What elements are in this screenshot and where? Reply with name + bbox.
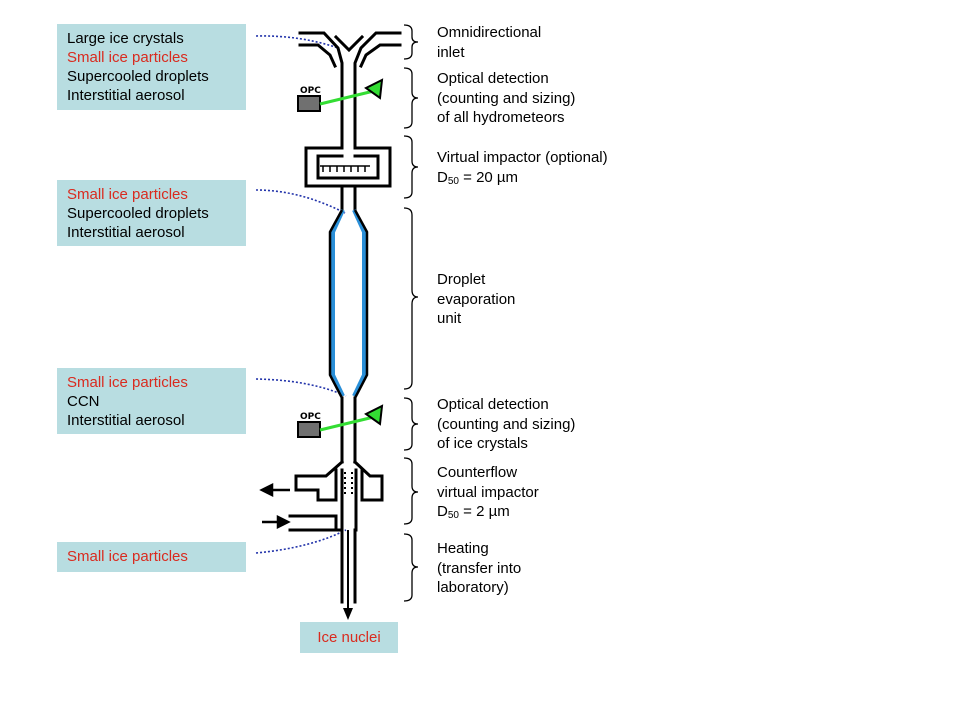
- label-heating: Heating (transfer into laboratory): [437, 539, 521, 598]
- box1-line1: Large ice crystals: [67, 30, 184, 47]
- opc-label-2: OPC: [300, 412, 321, 422]
- label-evap-line1: Droplet: [437, 271, 486, 288]
- opc-label-1: OPC: [300, 86, 321, 96]
- arrow-out-head: [259, 482, 274, 498]
- box1-line2: Small ice particles: [67, 49, 188, 66]
- label-vi-rest: = 20 µm: [458, 168, 519, 186]
- label-vi-line1: Virtual impactor (optional): [437, 149, 608, 166]
- inlet-left-channel: [298, 31, 344, 147]
- label-inlet-line1: Omnidirectional: [437, 24, 542, 41]
- label-opc1: Optical detection (counting and sizing) …: [437, 69, 575, 128]
- curly-braces: [403, 24, 419, 602]
- cvi-nozzle-dots: [344, 472, 353, 496]
- box1-line3: Supercooled droplets: [67, 68, 209, 85]
- box3-line3: Interstitial aerosol: [67, 412, 185, 429]
- evap-left-wall-blue: [331, 209, 345, 397]
- label-evaporation: Droplet evaporation unit: [437, 270, 515, 329]
- label-cvi-line3: D50 = 2 µm: [437, 502, 539, 526]
- label-opc2-line3: of ice crystals: [437, 435, 528, 452]
- cvi-inner-left: [316, 468, 338, 502]
- brace-opc2: [403, 397, 419, 451]
- label-evap-line3: unit: [437, 310, 462, 327]
- evap-right-wall-blue: [352, 209, 366, 397]
- box-after-cvi-contents: Small ice particles: [57, 542, 246, 572]
- label-inlet-line2: inlet: [437, 43, 465, 61]
- brace-opc1: [403, 67, 419, 129]
- label-cvi-sub: 50: [447, 510, 459, 521]
- box-inlet-contents: Large ice crystals Small ice particles S…: [57, 24, 246, 110]
- box-after-vi-contents: Small ice particles Supercooled droplets…: [57, 180, 246, 246]
- virtual-impactor-inner: [316, 154, 380, 180]
- box-after-evap-contents: Small ice particles CCN Interstitial aer…: [57, 368, 246, 434]
- brace-heat: [403, 533, 419, 602]
- connector-lines: [255, 35, 347, 554]
- cvi-housing-right: [352, 459, 384, 502]
- box3-line1: Small ice particles: [67, 374, 188, 391]
- flow-tube: [288, 31, 402, 604]
- label-opc2-line2: (counting and sizing): [437, 415, 576, 433]
- label-heat-line2: (transfer into: [437, 559, 522, 577]
- opc-box-1: [297, 95, 321, 112]
- label-opc2-line1: Optical detection: [437, 396, 549, 413]
- opc-detector-2: [297, 404, 384, 438]
- laser-cone-1: [364, 78, 384, 100]
- inlet-right-channel-lower: [359, 43, 402, 68]
- connector-3: [255, 378, 347, 397]
- box1-line4: Interstitial aerosol: [67, 87, 185, 104]
- label-heat-line3: laboratory): [437, 579, 509, 596]
- brace-cvi: [403, 457, 419, 525]
- laser-beam-2: [319, 414, 379, 432]
- label-opc1-line2: (counting and sizing): [437, 89, 576, 107]
- label-opc2: Optical detection (counting and sizing) …: [437, 395, 575, 454]
- laser-cone-2: [364, 404, 384, 426]
- arrow-in-head: [276, 514, 291, 530]
- laser-beam-1: [319, 88, 379, 106]
- cvi-left-port-out: [294, 480, 320, 492]
- label-opc1-line3: of all hydrometeors: [437, 109, 565, 126]
- label-inlet: Omnidirectional inlet: [437, 23, 541, 62]
- label-opc1-line1: Optical detection: [437, 70, 549, 87]
- output-arrow: [343, 530, 353, 620]
- inlet-left-channel-lower: [298, 43, 337, 68]
- evap-left-wall: [328, 209, 344, 399]
- droplet-evaporation-unit: [328, 209, 369, 399]
- label-vi-line2: D50 = 20 µm: [437, 168, 608, 192]
- label-cvi-d: D: [437, 503, 448, 520]
- evap-right-wall: [353, 209, 369, 399]
- label-heat-line1: Heating: [437, 540, 489, 557]
- box2-line1: Small ice particles: [67, 186, 188, 203]
- brace-vi: [403, 135, 419, 199]
- cvi-housing-left: [294, 459, 345, 484]
- label-cvi-line1: Counterflow: [437, 464, 518, 481]
- box2-line3: Interstitial aerosol: [67, 224, 185, 241]
- box4-line1: Small ice particles: [67, 548, 188, 565]
- connector-1: [255, 35, 339, 49]
- opc-detector-1: [297, 78, 384, 112]
- connector-2: [255, 189, 346, 214]
- label-vi-sub: 50: [447, 175, 459, 187]
- box3-line2: CCN: [67, 393, 100, 410]
- ice-nuclei-output-box: Ice nuclei: [300, 622, 398, 653]
- virtual-impactor-housing: [304, 146, 392, 188]
- opc-box-2: [297, 421, 321, 438]
- cvi-left-port-in: [288, 514, 338, 532]
- label-virtual-impactor: Virtual impactor (optional) D50 = 20 µm: [437, 148, 608, 191]
- label-cvi: Counterflow virtual impactor D50 = 2 µm: [437, 463, 539, 526]
- label-evap-line2: evaporation: [437, 290, 516, 308]
- label-cvi-rest: = 2 µm: [458, 503, 510, 520]
- connector-4: [255, 529, 347, 554]
- inlet-right-channel: [353, 31, 402, 147]
- cvi-flow-arrows: [259, 482, 291, 530]
- brace-evap: [403, 207, 419, 390]
- brace-inlet: [403, 24, 419, 60]
- box2-line2: Supercooled droplets: [67, 205, 209, 222]
- label-vi-d: D: [437, 168, 448, 186]
- inlet-center-cone: [333, 34, 365, 53]
- label-cvi-line2: virtual impactor: [437, 483, 539, 501]
- virtual-impactor-jets: [320, 165, 370, 172]
